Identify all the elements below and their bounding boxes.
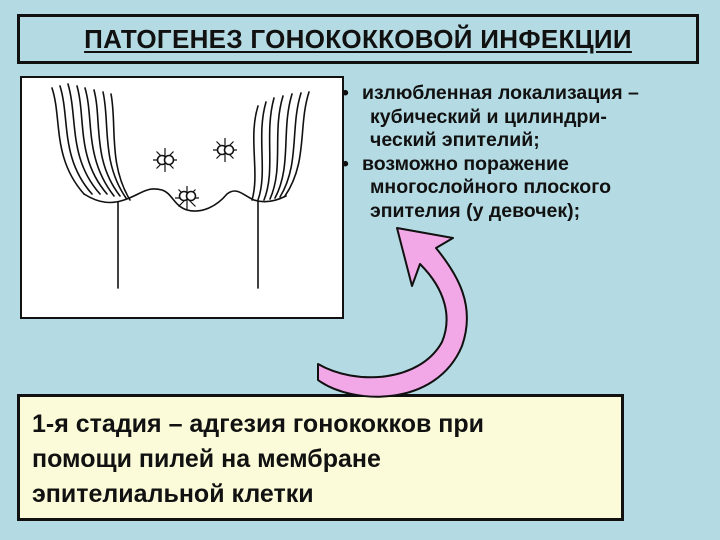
bullet-dot-icon: •: [342, 82, 349, 104]
left-cilia: [51, 83, 131, 201]
title-box: ПАТОГЕНЕЗ ГОНОКОККОВОЙ ИНФЕКЦИИ: [17, 14, 699, 64]
right-cilia: [251, 91, 310, 201]
gonococcus: [153, 148, 177, 172]
gonococcus: [175, 186, 199, 210]
bullet-line: возможно поражение: [362, 152, 569, 175]
bullet-line: ческий эпителий;: [370, 129, 540, 151]
bullet-line: излюбленная локализация –: [362, 82, 639, 104]
epithelium-diagram: [20, 76, 344, 319]
stage-line: эпителиальной клетки: [32, 480, 314, 508]
stage-box: 1-я стадия – адгезия гонококков при помо…: [17, 394, 624, 521]
bullet-dot-icon: •: [342, 152, 349, 175]
epithelium-drawing: [51, 83, 310, 289]
gonococcus: [213, 138, 237, 162]
bullet-line: эпителия (у девочек);: [370, 199, 581, 222]
list-item: • излюбленная локализация – кубический и…: [342, 82, 712, 153]
bullet-line: многослойного плоского: [370, 176, 611, 198]
stage-line: помощи пилей на мембране: [32, 445, 381, 473]
stage-line: 1-я стадия – адгезия гонококков при: [32, 410, 485, 438]
list-item: • возможно поражение многослойного плоск…: [342, 153, 712, 224]
bullet-line: кубический и цилиндри-: [370, 105, 607, 128]
page-title: ПАТОГЕНЕЗ ГОНОКОККОВОЙ ИНФЕКЦИИ: [84, 23, 632, 54]
bullet-list: • излюбленная локализация – кубический и…: [342, 82, 712, 223]
